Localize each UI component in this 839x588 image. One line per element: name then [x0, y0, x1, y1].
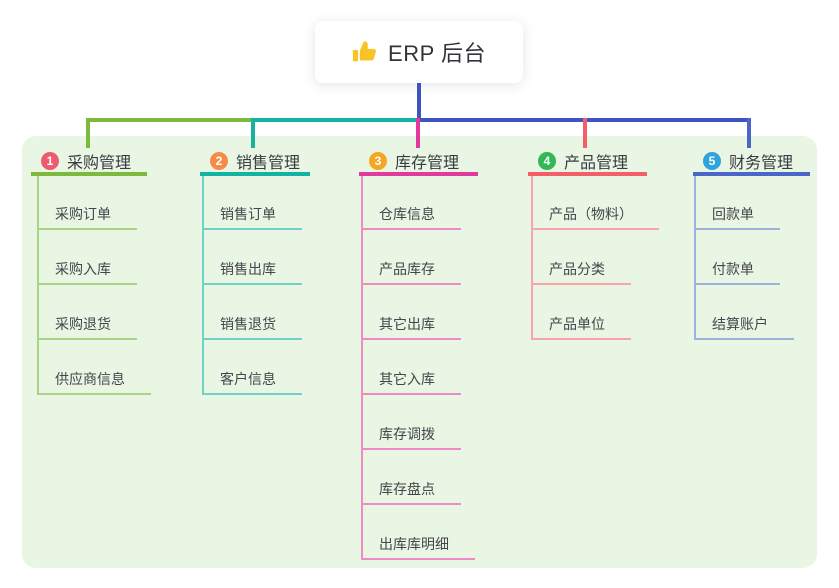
node-4-2[interactable]: 产品分类: [531, 258, 631, 285]
branch-3-label: 库存管理: [395, 154, 460, 172]
connector-drop-branch-1: [86, 118, 90, 148]
branch-1-header[interactable]: 1 采购管理: [31, 149, 147, 176]
node-2-4[interactable]: 客户信息: [202, 368, 302, 395]
node-3-6[interactable]: 库存盘点: [361, 478, 461, 505]
node-1-2-label: 采购入库: [55, 261, 111, 277]
node-1-1[interactable]: 采购订单: [37, 203, 137, 230]
node-5-2[interactable]: 付款单: [694, 258, 780, 285]
node-2-2[interactable]: 销售出库: [202, 258, 302, 285]
branch-1-number-badge: 1: [41, 151, 59, 170]
connector-root-line: [417, 83, 421, 122]
thumbs-up-icon: [352, 39, 378, 65]
connector-bus-segment-2: [251, 118, 417, 122]
branch-2-header[interactable]: 2 销售管理: [200, 149, 310, 176]
node-4-1-label: 产品（物料）: [549, 206, 633, 222]
node-5-3[interactable]: 结算账户: [694, 313, 794, 340]
branch-5-number-badge: 5: [703, 151, 721, 170]
connector-trunk-branch-1: [37, 176, 39, 395]
node-2-1-label: 销售订单: [220, 206, 276, 222]
connector-trunk-branch-4: [531, 176, 533, 340]
root-node-erp[interactable]: ERP 后台: [315, 21, 523, 83]
root-title: ERP 后台: [388, 41, 486, 66]
branch-2-label: 销售管理: [236, 154, 301, 172]
node-3-4-label: 其它入库: [379, 371, 435, 387]
node-5-1[interactable]: 回款单: [694, 203, 780, 230]
branch-4-label: 产品管理: [564, 154, 629, 172]
node-2-3[interactable]: 销售退货: [202, 313, 302, 340]
node-1-4[interactable]: 供应商信息: [37, 368, 151, 395]
node-5-2-label: 付款单: [712, 261, 754, 277]
node-4-3-label: 产品单位: [549, 316, 605, 332]
node-3-2[interactable]: 产品库存: [361, 258, 461, 285]
node-3-2-label: 产品库存: [379, 261, 435, 277]
node-5-3-label: 结算账户: [712, 316, 768, 332]
node-3-7[interactable]: 出库库明细: [361, 533, 475, 560]
node-3-6-label: 库存盘点: [379, 481, 435, 497]
connector-drop-branch-5: [747, 118, 751, 148]
node-4-2-label: 产品分类: [549, 261, 605, 277]
node-3-3[interactable]: 其它出库: [361, 313, 461, 340]
node-1-3[interactable]: 采购退货: [37, 313, 137, 340]
node-1-1-label: 采购订单: [55, 206, 111, 222]
node-3-7-label: 出库库明细: [379, 536, 449, 552]
node-5-1-label: 回款单: [712, 206, 754, 222]
branch-4-number-badge: 4: [538, 151, 556, 170]
branch-4-header[interactable]: 4 产品管理: [528, 149, 647, 176]
branch-5-label: 财务管理: [729, 154, 794, 172]
connector-bus-segment-1: [86, 118, 251, 122]
node-3-3-label: 其它出库: [379, 316, 435, 332]
connector-drop-branch-3: [416, 118, 420, 148]
node-2-2-label: 销售出库: [220, 261, 276, 277]
branch-3-header[interactable]: 3 库存管理: [359, 149, 478, 176]
node-3-5[interactable]: 库存调拨: [361, 423, 461, 450]
connector-drop-branch-4: [583, 118, 587, 148]
branch-3-number-badge: 3: [369, 151, 387, 170]
connector-trunk-branch-3: [361, 176, 363, 560]
node-2-1[interactable]: 销售订单: [202, 203, 302, 230]
node-3-5-label: 库存调拨: [379, 426, 435, 442]
node-3-1-label: 仓库信息: [379, 206, 435, 222]
node-1-2[interactable]: 采购入库: [37, 258, 137, 285]
node-1-3-label: 采购退货: [55, 316, 111, 332]
mindmap-panel: [22, 136, 817, 568]
node-4-3[interactable]: 产品单位: [531, 313, 631, 340]
branch-2-number-badge: 2: [210, 151, 228, 170]
node-1-4-label: 供应商信息: [55, 371, 125, 387]
node-3-1[interactable]: 仓库信息: [361, 203, 461, 230]
node-2-4-label: 客户信息: [220, 371, 276, 387]
node-2-3-label: 销售退货: [220, 316, 276, 332]
node-3-4[interactable]: 其它入库: [361, 368, 461, 395]
connector-drop-branch-2: [251, 118, 255, 148]
connector-trunk-branch-5: [694, 176, 696, 340]
node-4-1[interactable]: 产品（物料）: [531, 203, 659, 230]
connector-trunk-branch-2: [202, 176, 204, 395]
branch-1-label: 采购管理: [67, 154, 132, 172]
branch-5-header[interactable]: 5 财务管理: [693, 149, 810, 176]
